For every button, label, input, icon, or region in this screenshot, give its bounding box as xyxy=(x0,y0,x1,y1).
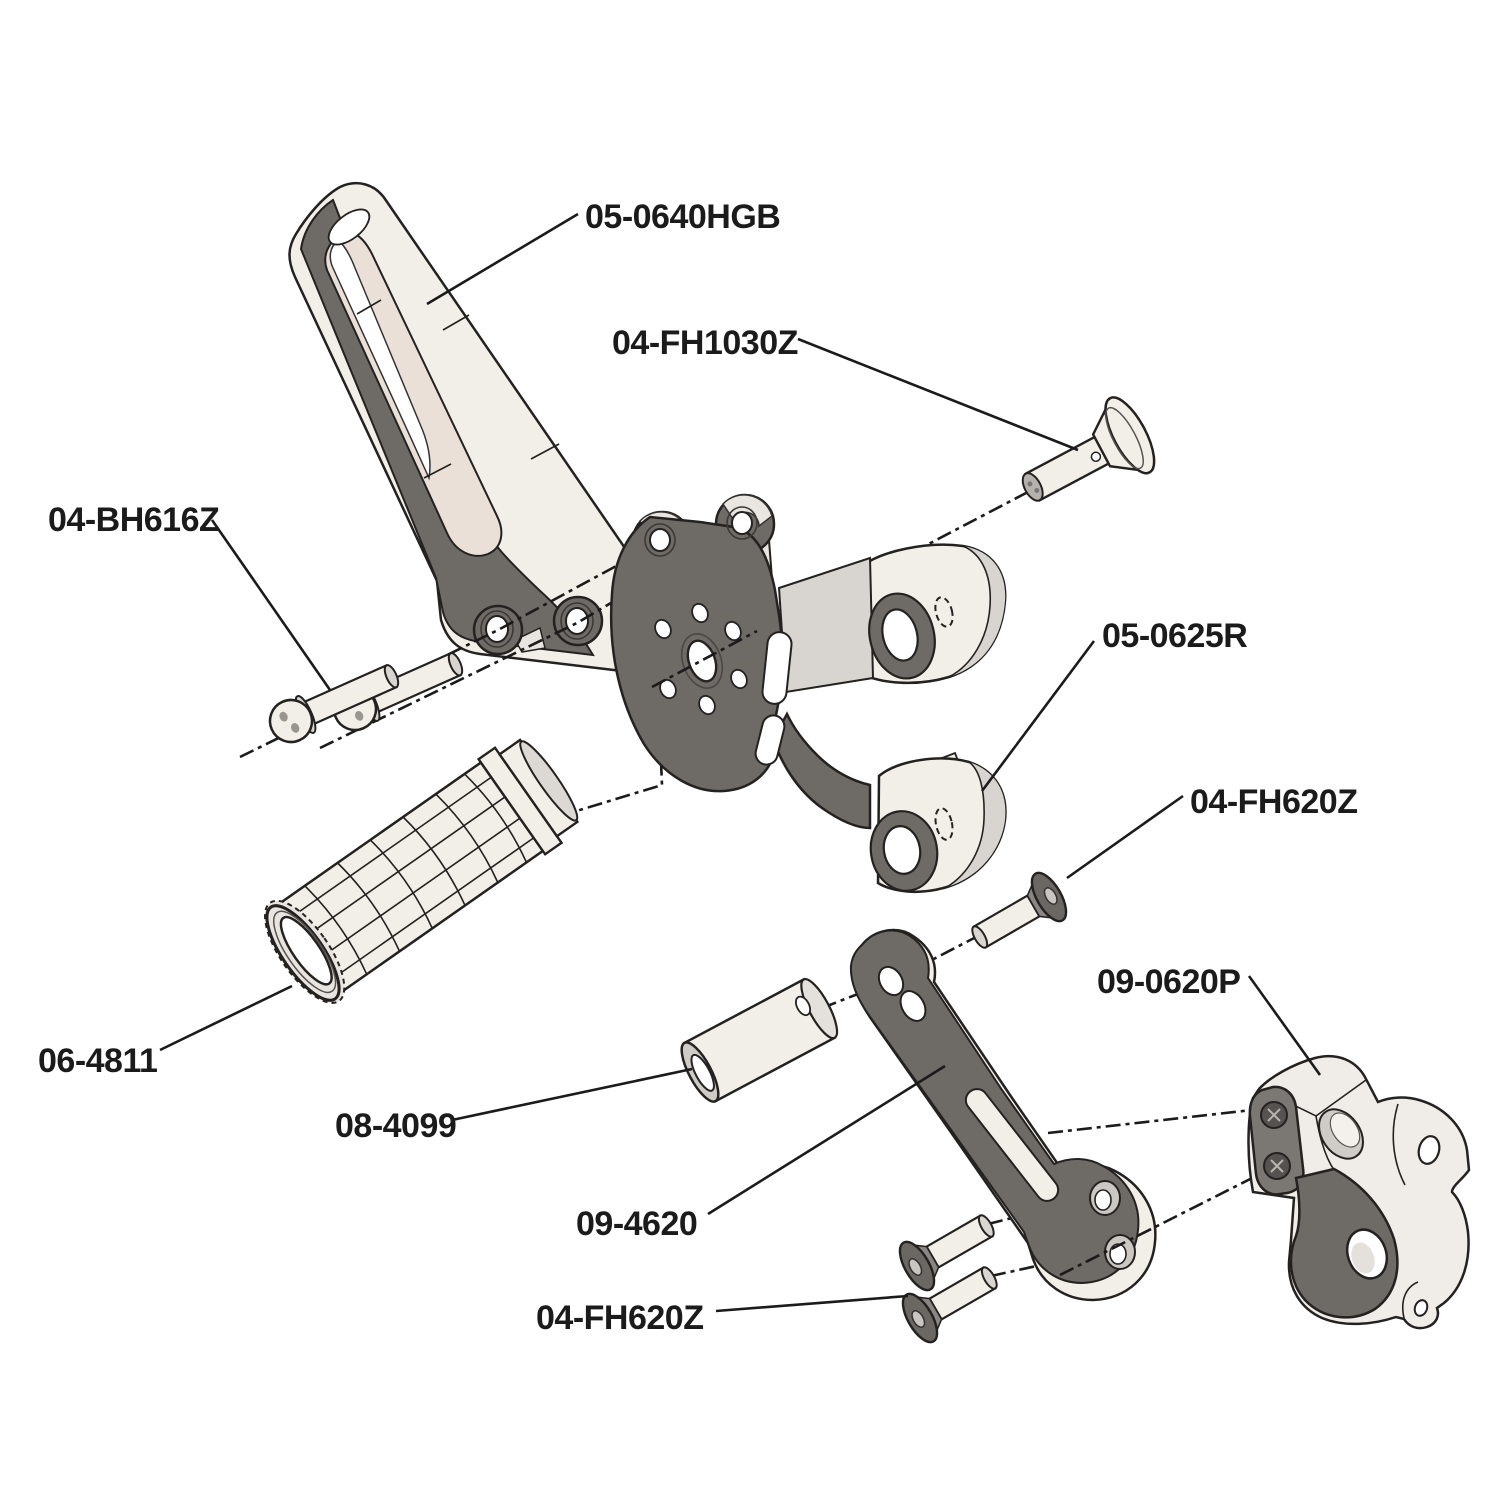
leader-main-bracket xyxy=(980,640,1096,792)
leader-flathead-bolt-1030 xyxy=(797,337,1079,452)
part-label-flathead-bolt-620-lower: 04-FH620Z xyxy=(536,1299,703,1337)
leader-footpeg xyxy=(159,984,293,1052)
spacer-axis-line xyxy=(821,981,887,1010)
flathead-bolt-1030-part xyxy=(1021,396,1156,502)
leader-pedal-bracket xyxy=(1247,975,1322,1076)
leader-flathead-bolt-620-upper xyxy=(1066,794,1184,880)
buttonhead-bolt-1 xyxy=(268,663,400,744)
part-label-buttonhead-bolt-616: 04-BH616Z xyxy=(48,501,219,539)
hidden-hole-outline xyxy=(934,807,954,841)
flathead-bolt-620-lower-part-1 xyxy=(898,1214,995,1292)
tab-hole xyxy=(1417,1135,1441,1165)
part-label-pedal-bracket: 09-0620P xyxy=(1097,963,1240,1001)
hanger-bracket-part xyxy=(288,182,662,673)
spacer-part xyxy=(680,977,839,1103)
arm-hole xyxy=(1094,1189,1112,1211)
bracket-web xyxy=(777,556,875,694)
leader-flathead-bolt-620-lower xyxy=(715,1294,909,1313)
part-label-footpeg: 06-4811 xyxy=(38,1042,157,1080)
linkage-arm-part xyxy=(849,928,1157,1302)
hanger-tip-opening xyxy=(327,208,371,246)
footpeg-part xyxy=(264,738,580,1004)
center-hole-axis xyxy=(651,629,758,689)
main-bracket-part xyxy=(609,493,1007,893)
tab-hole xyxy=(731,511,753,535)
part-label-linkage-arm: 09-4620 xyxy=(576,1205,697,1243)
pedal-lug xyxy=(1289,1167,1399,1319)
upper-boss-bore xyxy=(881,608,919,662)
part-label-flathead-bolt-620-upper: 04-FH620Z xyxy=(1190,783,1357,821)
arm-hole xyxy=(899,990,927,1022)
leader-buttonhead-bolt-616 xyxy=(210,519,332,691)
hidden-hole-outline xyxy=(934,596,954,628)
footpeg-bore xyxy=(279,915,333,986)
part-label-hanger-bracket: 05-0640HGB xyxy=(585,198,780,236)
arm-hole xyxy=(877,965,905,997)
part-label-main-bracket: 05-0625R xyxy=(1102,617,1247,655)
tab-hole xyxy=(1413,1299,1429,1317)
pedal-bracket-part xyxy=(1247,1054,1471,1330)
leader-hanger-bracket xyxy=(426,212,579,306)
leader-lines xyxy=(159,212,1322,1313)
hanger-mount-hole xyxy=(485,615,509,643)
clamp-axis-line xyxy=(1047,1107,1262,1135)
footpeg-axis-line xyxy=(559,689,664,818)
lower-boss-bore xyxy=(882,825,922,875)
clamp-axis-line xyxy=(1059,1166,1273,1277)
tab-hole xyxy=(649,528,671,552)
relief-slot xyxy=(761,631,793,705)
leader-spacer xyxy=(451,1067,693,1122)
flathead-bolt-620-upper-part xyxy=(971,871,1068,949)
part-labels: 05-0640HGB 04-FH1030Z 04-BH616Z 05-0625R… xyxy=(38,198,1358,1337)
part-label-spacer: 08-4099 xyxy=(335,1107,456,1145)
arm-slot xyxy=(964,1088,1060,1202)
spacer-bore xyxy=(690,1053,715,1092)
leader-linkage-arm xyxy=(707,1064,946,1216)
relief-slot xyxy=(754,714,786,766)
hanger-mount-hole xyxy=(565,607,589,635)
flathead-bolt-620-lower-part-2 xyxy=(901,1266,998,1344)
part-label-flathead-bolt-1030: 04-FH1030Z xyxy=(612,324,798,362)
